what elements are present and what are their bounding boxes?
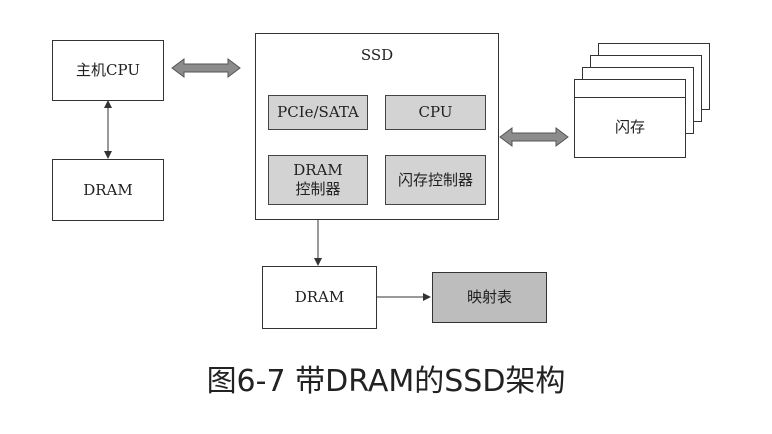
figure-caption: 图6-7 带DRAM的SSD架构 bbox=[206, 364, 566, 399]
host-dram-box: DRAM bbox=[52, 159, 164, 221]
dram-controller-module: DRAM 控制器 bbox=[268, 155, 368, 205]
mapping-table-box: 映射表 bbox=[432, 272, 547, 323]
host-dram-label: DRAM bbox=[83, 180, 133, 199]
ssd-dram-label: DRAM bbox=[294, 288, 345, 306]
interface-module: PCIe/SATA bbox=[268, 95, 368, 130]
flash-label: 闪存 bbox=[614, 118, 645, 136]
ssd-title: SSD bbox=[360, 46, 394, 64]
dram-controller-label-line1: DRAM bbox=[293, 161, 343, 179]
dram-controller-label-line2: 控制器 bbox=[295, 180, 341, 198]
mapping-table-label: 映射表 bbox=[466, 288, 512, 306]
ssd-cpu-module: CPU bbox=[385, 95, 486, 130]
ssd-dram-box: DRAM bbox=[262, 266, 377, 329]
interface-label: PCIe/SATA bbox=[277, 103, 359, 121]
host-cpu-label: 主机CPU bbox=[76, 61, 140, 79]
flash-controller-module: 闪存控制器 bbox=[385, 155, 486, 205]
host-ssd-bidirectional-arrow bbox=[171, 58, 241, 78]
host-cpu-box: 主机CPU bbox=[52, 40, 164, 101]
flash-controller-label: 闪存控制器 bbox=[397, 170, 473, 189]
ssd-flash-bidirectional-arrow bbox=[499, 127, 569, 147]
ssd-cpu-label: CPU bbox=[418, 103, 453, 121]
flash-chip-front: 闪存 bbox=[574, 97, 686, 158]
